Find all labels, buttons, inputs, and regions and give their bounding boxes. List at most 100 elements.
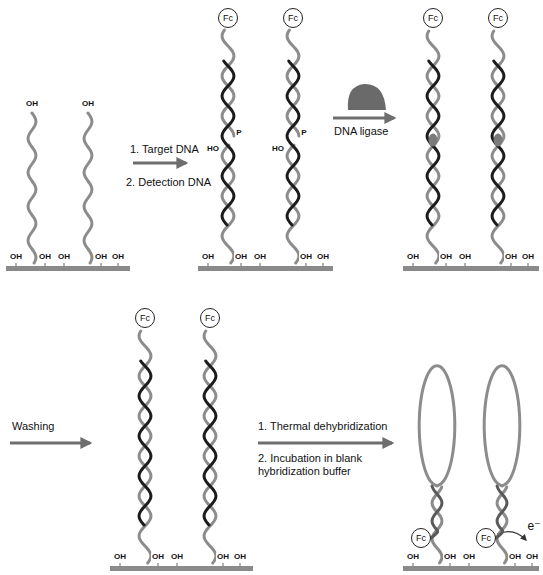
node-text: Fc: [223, 14, 233, 23]
ligase-enzyme: [348, 84, 386, 110]
chem-label: OH: [113, 552, 127, 561]
hydroxyl-tick: [260, 263, 261, 266]
chem-label: OH: [151, 552, 165, 561]
process-arrow: [333, 117, 394, 120]
node-text: Fc: [288, 14, 298, 23]
chem-label: OH: [406, 252, 420, 261]
ligated-strand: [492, 31, 504, 263]
electrode-surface: [6, 266, 130, 271]
ferrocene-label: Fc: [476, 528, 496, 548]
electrode-surface: [403, 566, 539, 571]
chem-label: OH: [316, 252, 330, 261]
capture-strand: [84, 113, 92, 263]
ferrocene-label: Fc: [283, 8, 303, 28]
hairpin-stem: [496, 486, 507, 538]
electrode-surface: [403, 266, 539, 271]
hairpin-loop: [484, 366, 520, 486]
step-label: 2. Incubation in blank hybridization buf…: [258, 452, 390, 477]
node-text: Fc: [493, 14, 503, 23]
hydroxyl-tick: [450, 563, 451, 566]
chem-label: OH: [504, 252, 518, 261]
target-strand: [492, 61, 504, 225]
chem-label: OH: [443, 552, 457, 561]
node-text: Fc: [428, 14, 438, 23]
hydroxyl-tick: [223, 563, 224, 566]
chem-label: OH: [406, 552, 420, 561]
ferrocene-label: Fc: [218, 8, 238, 28]
chem-label: OH: [299, 252, 313, 261]
hydroxyl-tick: [413, 563, 414, 566]
chem-label: OH: [525, 552, 539, 561]
step-label: 1. Thermal dehybridization: [258, 420, 387, 433]
target-strand: [287, 61, 299, 225]
target-strand: [222, 61, 234, 225]
chem-label: OH: [234, 252, 248, 261]
hydroxyl-tick: [323, 263, 324, 266]
hydroxyl-tick: [120, 563, 121, 566]
hydroxyl-tick: [101, 263, 102, 266]
chem-label: OH: [170, 552, 184, 561]
hydroxyl-tick: [528, 263, 529, 266]
chem-label: OH: [9, 252, 23, 261]
hydroxyl-tick: [241, 263, 242, 266]
step-label: DNA ligase: [334, 125, 388, 138]
hydroxyl-tick: [511, 263, 512, 266]
ligated-strand: [204, 331, 216, 563]
chem-label: OH: [253, 252, 267, 261]
node-text: Fc: [416, 534, 426, 543]
hydroxyl-tick: [413, 263, 414, 266]
chem-label: OH: [201, 252, 215, 261]
hairpin-loop: [419, 366, 455, 486]
node-text: Fc: [205, 314, 215, 323]
hydroxyl-tick: [532, 563, 533, 566]
chem-label: P: [235, 128, 242, 137]
hydroxyl-tick: [177, 563, 178, 566]
target-strand: [204, 361, 216, 525]
hydroxyl-tick: [515, 563, 516, 566]
ligation-site: [494, 134, 503, 147]
ferrocene-label: Fc: [488, 8, 508, 28]
chem-label: OH: [216, 552, 230, 561]
hydroxyl-tick: [45, 263, 46, 266]
chem-label: OH: [81, 99, 95, 108]
electrode-surface: [198, 266, 333, 271]
target-strand: [427, 61, 439, 225]
ferrocene-label: Fc: [411, 528, 431, 548]
hydroxyl-tick: [16, 263, 17, 266]
hydroxyl-tick: [118, 263, 119, 266]
capture-strand: [28, 113, 36, 263]
process-arrow: [10, 442, 90, 445]
chem-label: OH: [521, 252, 535, 261]
ferrocene-label: Fc: [200, 308, 220, 328]
chem-label: OH: [508, 552, 522, 561]
hydroxyl-tick: [306, 263, 307, 266]
hairpin-stem: [431, 486, 442, 538]
ferrocene-label: Fc: [135, 308, 155, 328]
chem-label: OH: [38, 252, 52, 261]
chem-label: P: [300, 128, 307, 137]
chem-label: OH: [25, 99, 39, 108]
chem-label: OH: [111, 252, 125, 261]
step-label: 2. Detection DNA: [126, 176, 211, 189]
hydroxyl-tick: [446, 263, 447, 266]
hydroxyl-tick: [64, 263, 65, 266]
hydroxyl-tick: [465, 263, 466, 266]
chem-label: OH: [57, 252, 71, 261]
hydroxyl-tick: [208, 263, 209, 266]
process-arrow: [133, 162, 186, 165]
node-text: Fc: [140, 314, 150, 323]
chem-label: e⁻: [527, 520, 540, 534]
hydroxyl-tick: [158, 563, 159, 566]
chem-label: OH: [458, 252, 472, 261]
electrode-surface: [110, 566, 253, 571]
chem-label: OH: [439, 252, 453, 261]
node-text: Fc: [481, 534, 491, 543]
target-strand: [139, 361, 151, 525]
chem-label: OH: [94, 252, 108, 261]
chem-label: HO: [271, 144, 285, 153]
step-label: Washing: [12, 420, 54, 433]
hydroxyl-tick: [469, 563, 470, 566]
ligated-strand: [139, 331, 151, 563]
